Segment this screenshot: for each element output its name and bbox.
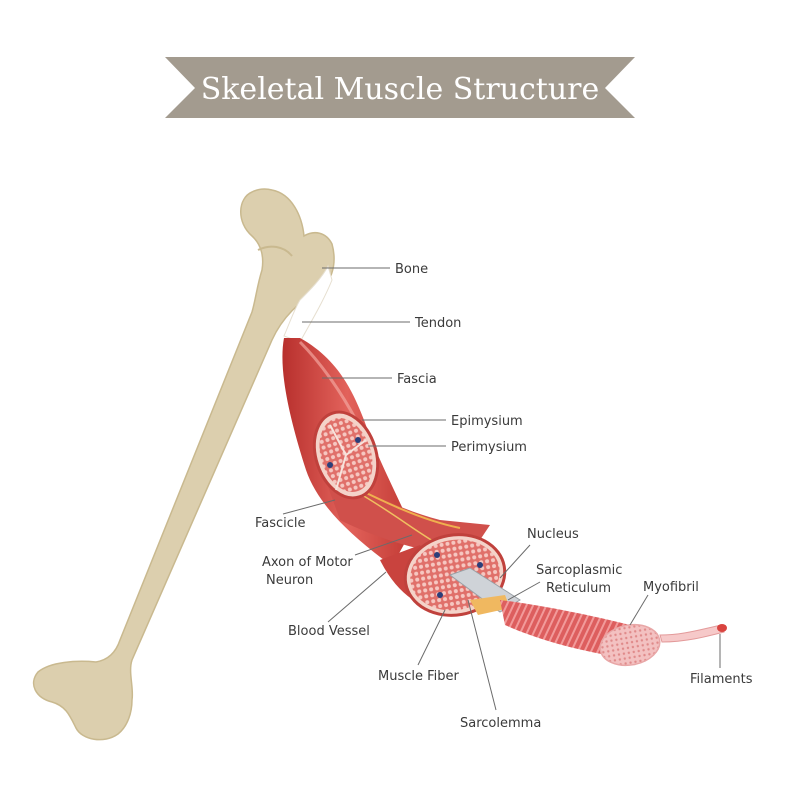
sarcoplasmic-leader (507, 581, 541, 601)
vessel-dot (355, 437, 361, 443)
myofibril-cross-section (599, 623, 661, 667)
bone-illustration (32, 188, 335, 741)
diagram-title: Skeletal Muscle Structure (201, 72, 600, 107)
label-myofibril: Myofibril (643, 580, 699, 595)
axon-leader (354, 534, 413, 556)
label-bone: Bone (395, 262, 428, 277)
nucleus-leader (499, 544, 531, 579)
label-perimysium: Perimysium (451, 440, 527, 455)
label-sarcoplasmic-line2: Reticulum (546, 581, 611, 596)
label-filaments: Filaments (690, 672, 753, 687)
filaments-end (717, 624, 727, 632)
myofibril-leader (629, 594, 649, 626)
vessel-dot (477, 562, 483, 568)
fascicle-leader (282, 499, 336, 515)
label-sarcolemma: Sarcolemma (460, 716, 541, 731)
labels: Bone Tendon Fascia Epimysium Perimysium … (255, 262, 753, 731)
vessel-dot (434, 552, 440, 558)
label-axon-line1: Axon of Motor (262, 555, 353, 570)
label-fascia: Fascia (397, 372, 437, 387)
label-axon-line2: Neuron (266, 573, 313, 588)
tendon-shape (283, 264, 333, 343)
muscle-fiber-leader (417, 609, 446, 666)
muscle-sheen (298, 340, 358, 421)
label-tendon: Tendon (414, 316, 461, 331)
leader-lines (282, 267, 721, 711)
blood-vessel-leader (327, 571, 387, 623)
vessel-dot (327, 462, 333, 468)
perimysium-septa (329, 424, 367, 491)
filaments-strand (659, 624, 725, 643)
label-blood-vessel: Blood Vessel (288, 624, 370, 639)
label-sarcoplasmic-line1: Sarcoplasmic (536, 563, 622, 578)
label-nucleus: Nucleus (527, 527, 579, 542)
label-fascicle: Fascicle (255, 516, 306, 531)
bone-head-shade (257, 245, 293, 257)
muscle-illustration (282, 264, 727, 667)
vessel-dot (437, 592, 443, 598)
banner-shape (165, 57, 635, 118)
label-muscle-fiber: Muscle Fiber (378, 669, 460, 684)
femur-bone (32, 188, 335, 741)
sarcolemma-leader (467, 599, 497, 711)
title-banner: Skeletal Muscle Structure (165, 57, 635, 118)
label-epimysium: Epimysium (451, 414, 523, 429)
